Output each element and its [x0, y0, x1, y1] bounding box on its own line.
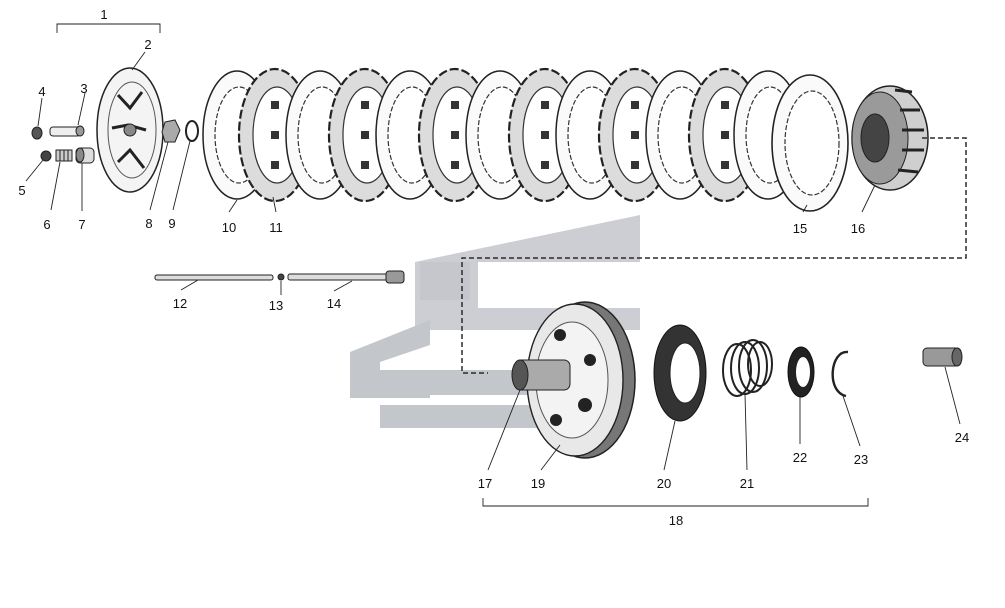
dashed-connector — [461, 137, 967, 374]
callout-15: 15 — [793, 221, 807, 236]
callout-5: 5 — [18, 183, 25, 198]
callout-2: 2 — [144, 37, 151, 52]
part-13-ball — [277, 273, 285, 281]
group-bracket-18 — [482, 498, 869, 507]
part-5-washer — [40, 150, 52, 162]
callout-16: 16 — [851, 221, 865, 236]
part-23-circlip — [831, 350, 849, 398]
part-2-pressure-plate — [96, 67, 164, 193]
part-8-nut — [161, 119, 181, 143]
part-16-clutch-hub — [851, 85, 929, 191]
part-12-push-rod — [154, 274, 274, 281]
part-20-gear — [653, 324, 707, 422]
part-21-springs — [722, 339, 773, 397]
part-6-spring — [55, 149, 73, 162]
callout-17: 17 — [478, 476, 492, 491]
part-15-steel-plate — [771, 74, 849, 212]
group-bracket-1 — [56, 23, 161, 33]
callout-23: 23 — [854, 452, 868, 467]
callout-20: 20 — [657, 476, 671, 491]
part-17-bush — [511, 359, 571, 391]
part-9-washer — [185, 120, 199, 142]
part-3-bolt — [49, 125, 85, 137]
callout-18: 18 — [669, 513, 683, 528]
part-4-nut — [31, 126, 43, 140]
callout-9: 9 — [168, 216, 175, 231]
callout-10: 10 — [222, 220, 236, 235]
callout-14: 14 — [327, 296, 341, 311]
leader-lines — [25, 51, 961, 471]
callout-12: 12 — [173, 296, 187, 311]
part-14-rod — [287, 270, 405, 284]
callout-1: 1 — [100, 7, 107, 22]
callout-4: 4 — [38, 84, 45, 99]
callout-13: 13 — [269, 298, 283, 313]
callout-8: 8 — [145, 216, 152, 231]
callout-21: 21 — [740, 476, 754, 491]
callout-22: 22 — [793, 450, 807, 465]
callout-3: 3 — [80, 81, 87, 96]
callout-7: 7 — [78, 217, 85, 232]
clutch-plate-stack — [202, 67, 803, 203]
part-7-cap — [75, 147, 95, 164]
part-22-ring — [787, 346, 815, 398]
callout-24: 24 — [955, 430, 969, 445]
callout-19: 19 — [531, 476, 545, 491]
part-19-clutch-housing — [526, 301, 636, 459]
callout-11: 11 — [269, 220, 283, 235]
part-24-sleeve — [922, 347, 963, 367]
callout-6: 6 — [43, 217, 50, 232]
callout-labels: 1 2 3 4 5 6 7 8 9 10 11 12 13 14 15 16 1… — [18, 7, 969, 528]
